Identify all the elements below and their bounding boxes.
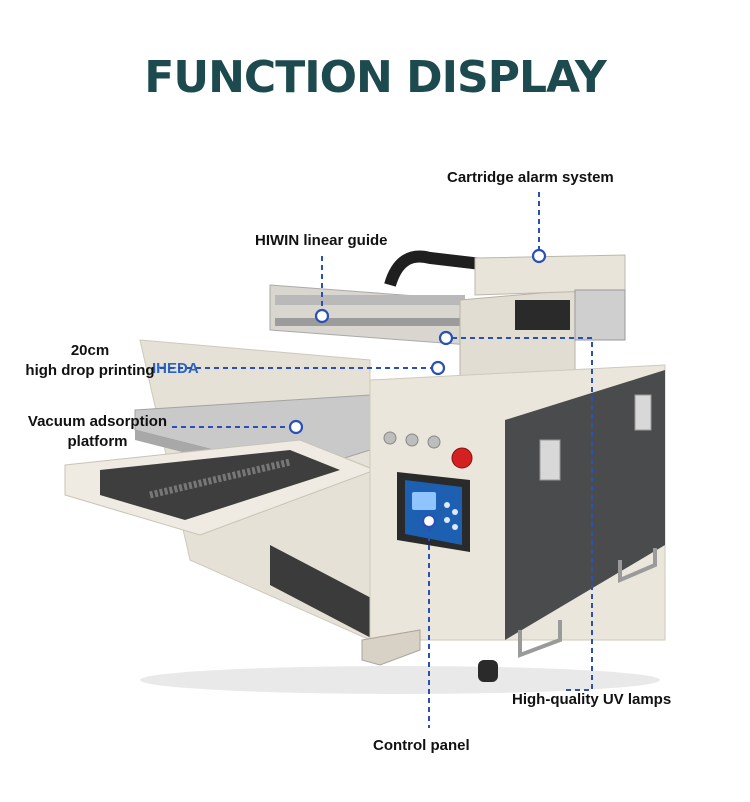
callout-dot-cartridge — [531, 248, 547, 264]
control-panel-display — [412, 492, 436, 510]
cable-chain — [384, 250, 491, 287]
linear-guide-rail-lower — [275, 318, 465, 326]
caster-wheel — [478, 660, 498, 682]
handle-left — [518, 620, 562, 658]
front-button-3[interactable] — [427, 435, 441, 449]
callout-vacuum-line1: Vacuum adsorption — [27, 413, 168, 430]
callout-high-drop-line2: high drop printing — [25, 362, 155, 379]
callout-high-drop-line1: 20cm — [70, 342, 110, 359]
ball-screw — [149, 458, 291, 499]
carriage-electronics — [515, 300, 570, 330]
cartridge-box — [474, 254, 626, 296]
callout-cartridge-alarm: Cartridge alarm system — [447, 169, 614, 186]
dark-side-panel — [505, 370, 665, 640]
callout-dot-uv — [438, 330, 454, 346]
handle-right — [618, 548, 657, 584]
callout-dot-high-drop — [430, 360, 446, 376]
callout-hiwin-guide: HIWIN linear guide — [255, 232, 388, 249]
keypad-key[interactable] — [452, 524, 458, 530]
front-button-2[interactable] — [405, 433, 419, 447]
page-title: FUNCTION DISPLAY — [144, 52, 606, 103]
callout-uv-lamps: High-quality UV lamps — [512, 691, 672, 708]
cartridge-housing — [574, 289, 626, 341]
brand-logo: IHEDA — [152, 360, 199, 377]
callout-vacuum-platform: Vacuum adsorption platform — [20, 412, 175, 452]
side-latch-right — [634, 394, 652, 431]
brand-logo-bg — [150, 352, 198, 376]
linear-guide-rail — [275, 295, 465, 305]
keypad-key[interactable] — [452, 509, 458, 515]
keypad-key[interactable] — [444, 502, 450, 508]
emergency-stop-button[interactable] — [451, 447, 473, 469]
callout-high-drop: 20cm high drop printing — [20, 341, 160, 381]
callout-vacuum-line2: platform — [67, 433, 128, 450]
base-shadow-panel — [270, 545, 375, 640]
callout-dot-hiwin — [314, 308, 330, 324]
side-latch-left — [539, 439, 561, 481]
front-button-1[interactable] — [383, 431, 397, 445]
keypad-key[interactable] — [444, 517, 450, 523]
base-bracket — [361, 629, 421, 666]
callout-dot-vacuum — [288, 419, 304, 435]
callout-control-panel: Control panel — [373, 737, 470, 754]
floor-shadow — [140, 666, 660, 694]
callout-dot-control — [421, 513, 437, 529]
callout-line-uv — [452, 337, 593, 691]
